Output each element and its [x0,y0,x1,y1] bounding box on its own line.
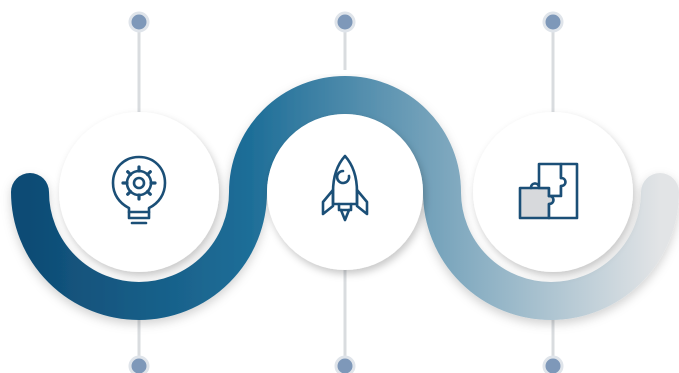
gradient-wave-band [11,76,679,320]
pins [128,11,564,373]
pin-bottom-2 [334,355,356,373]
pin-top-1 [128,11,150,33]
lightbulb-gear-icon [111,155,167,225]
step-circle-idea [59,112,219,272]
step-circle-launch [267,114,423,270]
pin-bottom-1 [128,355,150,373]
pin-top-2 [334,11,356,33]
pin-bottom-3 [542,355,564,373]
rocket-icon [321,154,369,222]
pin-top-3 [542,11,564,33]
step-circles [59,112,633,272]
puzzle-icon [518,162,579,220]
